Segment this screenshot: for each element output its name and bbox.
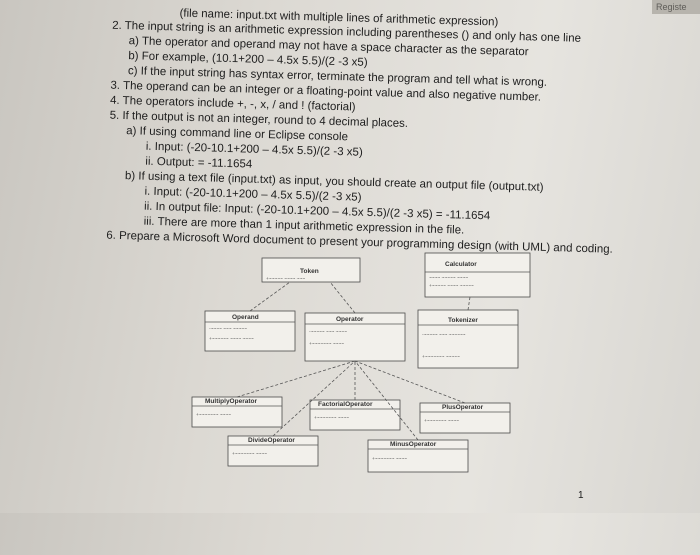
operator-title: Operator — [336, 316, 364, 323]
divide-title: DivideOperator — [248, 437, 295, 444]
operator-methods: +~~~~~~~ ~~~~ — [309, 342, 344, 347]
tokenizer-title: Tokenizer — [448, 317, 478, 324]
multiply-title: MultiplyOperator — [205, 398, 257, 405]
factorial-title: FactorialOperator — [318, 401, 373, 408]
uml-class-multiply: MultiplyOperator +~~~~~~~ ~~~~ — [191, 396, 283, 428]
operand-attrs: -~~~~ ~~~ ~~~~~ — [209, 327, 247, 332]
page-number: 1 — [578, 490, 584, 501]
minus-title: MinusOperator — [390, 441, 437, 448]
operand-methods: +~~~~~~ ~~~~ ~~~~ — [209, 337, 254, 342]
calculator-attrs: ~~~~ ~~~~~ ~~~~ — [429, 276, 468, 281]
divide-methods: +~~~~~~~ ~~~~ — [232, 452, 267, 457]
uml-relationships — [236, 281, 471, 441]
factorial-methods: +~~~~~~~ ~~~~ — [314, 416, 349, 421]
uml-interface-token: Token +~~~~~ ~~~~ ~~~ — [261, 257, 361, 283]
uml-class-operand: Operand -~~~~ ~~~ ~~~~~ +~~~~~~ ~~~~ ~~~… — [204, 310, 296, 352]
uml-class-diagram: Calculator ~~~~ ~~~~~ ~~~~ +~~~~~ ~~~~ ~… — [191, 252, 531, 473]
uml-class-minus: MinusOperator +~~~~~~~ ~~~~ — [367, 439, 469, 473]
plus-title: PlusOperator — [442, 404, 484, 411]
operator-attrs: -~~~~~ ~~~ ~~~~ — [309, 330, 347, 335]
uml-class-operator: Operator -~~~~~ ~~~ ~~~~ +~~~~~~~ ~~~~ — [304, 312, 406, 362]
register-corner-label: Registe — [652, 0, 700, 14]
uml-class-tokenizer: Tokenizer -~~~~~ ~~~ ~~~~~~ +~~~~~~~ ~~~… — [417, 309, 519, 369]
uml-class-plus: PlusOperator +~~~~~~~ ~~~~ — [419, 402, 511, 434]
calculator-title: Calculator — [445, 261, 477, 268]
minus-methods: +~~~~~~~ ~~~~ — [372, 457, 407, 462]
multiply-methods: +~~~~~~~ ~~~~ — [196, 413, 231, 418]
interface-title: Token — [300, 268, 319, 275]
tokenizer-attrs: -~~~~~ ~~~ ~~~~~~ — [422, 333, 466, 338]
uml-class-divide: DivideOperator +~~~~~~~ ~~~~ — [227, 435, 319, 467]
uml-class-calculator: Calculator ~~~~ ~~~~~ ~~~~ +~~~~~ ~~~~ ~… — [424, 252, 531, 298]
interface-methods: +~~~~~ ~~~~ ~~~ — [266, 277, 305, 282]
uml-class-factorial: FactorialOperator +~~~~~~~ ~~~~ — [309, 399, 401, 431]
calculator-methods: +~~~~~ ~~~~ ~~~~~ — [429, 284, 474, 289]
plus-methods: +~~~~~~~ ~~~~ — [424, 419, 459, 424]
operand-title: Operand — [232, 314, 259, 321]
tokenizer-methods: +~~~~~~~ ~~~~~ — [422, 355, 460, 360]
